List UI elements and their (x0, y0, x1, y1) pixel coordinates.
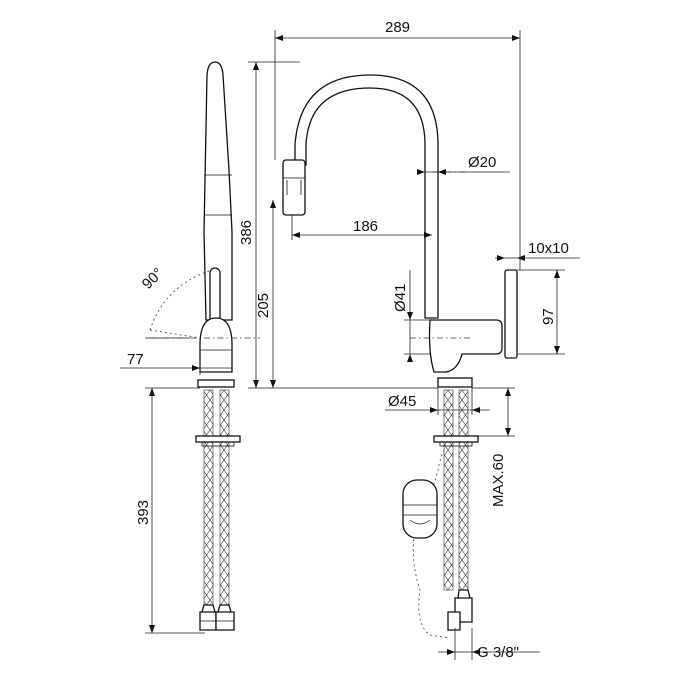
label-lever-height: 97 (540, 308, 557, 325)
gooseneck-spout (294, 74, 439, 319)
front-base (437, 377, 473, 388)
label-side-offset: 77 (127, 351, 144, 368)
side-hose-right (219, 389, 230, 606)
label-connection-thread: G 3/8" (477, 644, 519, 661)
mixer-body (428, 319, 503, 373)
side-body (199, 317, 233, 373)
label-spout-reach: 186 (353, 218, 378, 235)
front-lever (504, 269, 518, 359)
label-spout-base-height: 205 (255, 293, 272, 318)
label-base-diameter: Ø45 (388, 393, 416, 410)
label-spout-diameter: Ø20 (468, 154, 496, 171)
front-hose-left (443, 389, 454, 591)
rotation-arc (149, 269, 213, 331)
label-total-height: 386 (238, 220, 255, 245)
label-max-deck: MAX.60 (490, 454, 507, 507)
dimension-lines (120, 30, 580, 660)
dimension-labels: 289 386 205 186 Ø20 10x10 97 Ø41 Ø45 MAX… (127, 19, 569, 661)
label-overall-width: 289 (385, 19, 410, 36)
side-fitting-left (199, 604, 217, 631)
center-lines (150, 171, 470, 339)
counterweight (402, 479, 438, 539)
side-spout-column (203, 61, 233, 321)
side-mounting-nut (195, 435, 241, 443)
side-base (197, 379, 235, 388)
side-view (145, 61, 241, 631)
front-view (282, 74, 518, 639)
label-lever-rotation: 90° (139, 265, 167, 293)
side-hose-left (203, 389, 214, 606)
front-mounting-nut (433, 435, 479, 443)
label-body-diameter: Ø41 (392, 284, 409, 312)
label-hose-length: 393 (135, 500, 152, 525)
spray-head (282, 159, 306, 216)
label-lever-size: 10x10 (528, 240, 569, 257)
front-hose-right (458, 389, 469, 591)
side-fitting-right (215, 604, 235, 631)
